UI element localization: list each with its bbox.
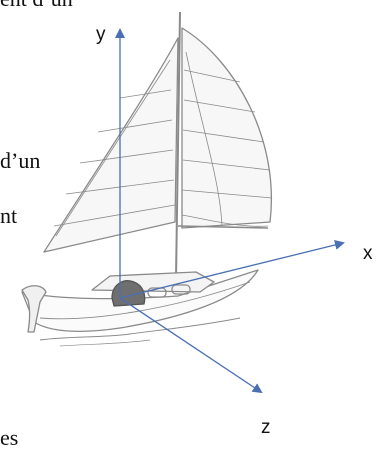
page-text-fragment-lower: nt — [0, 203, 18, 228]
z-axis — [119, 297, 263, 394]
porthole — [171, 284, 191, 295]
outboard-motor — [21, 285, 47, 333]
y-axis-label: y — [96, 24, 106, 45]
x-axis — [119, 240, 345, 299]
coordinate-axes — [115, 28, 345, 394]
sailboat-illustration — [21, 11, 273, 347]
page-text-fragment-top: ent d’un — [0, 0, 73, 10]
mast — [175, 11, 181, 279]
z-axis-label: z — [261, 417, 271, 438]
x-axis-label: x — [363, 243, 373, 264]
page-text-fragment-middle: d’un — [0, 148, 41, 173]
main-sail — [181, 27, 272, 229]
water-line — [39, 317, 241, 341]
sailboat-axes-diagram: y x z — [21, 11, 373, 438]
porthole — [147, 287, 167, 298]
cabin — [91, 271, 215, 293]
jib-sail — [43, 37, 179, 253]
